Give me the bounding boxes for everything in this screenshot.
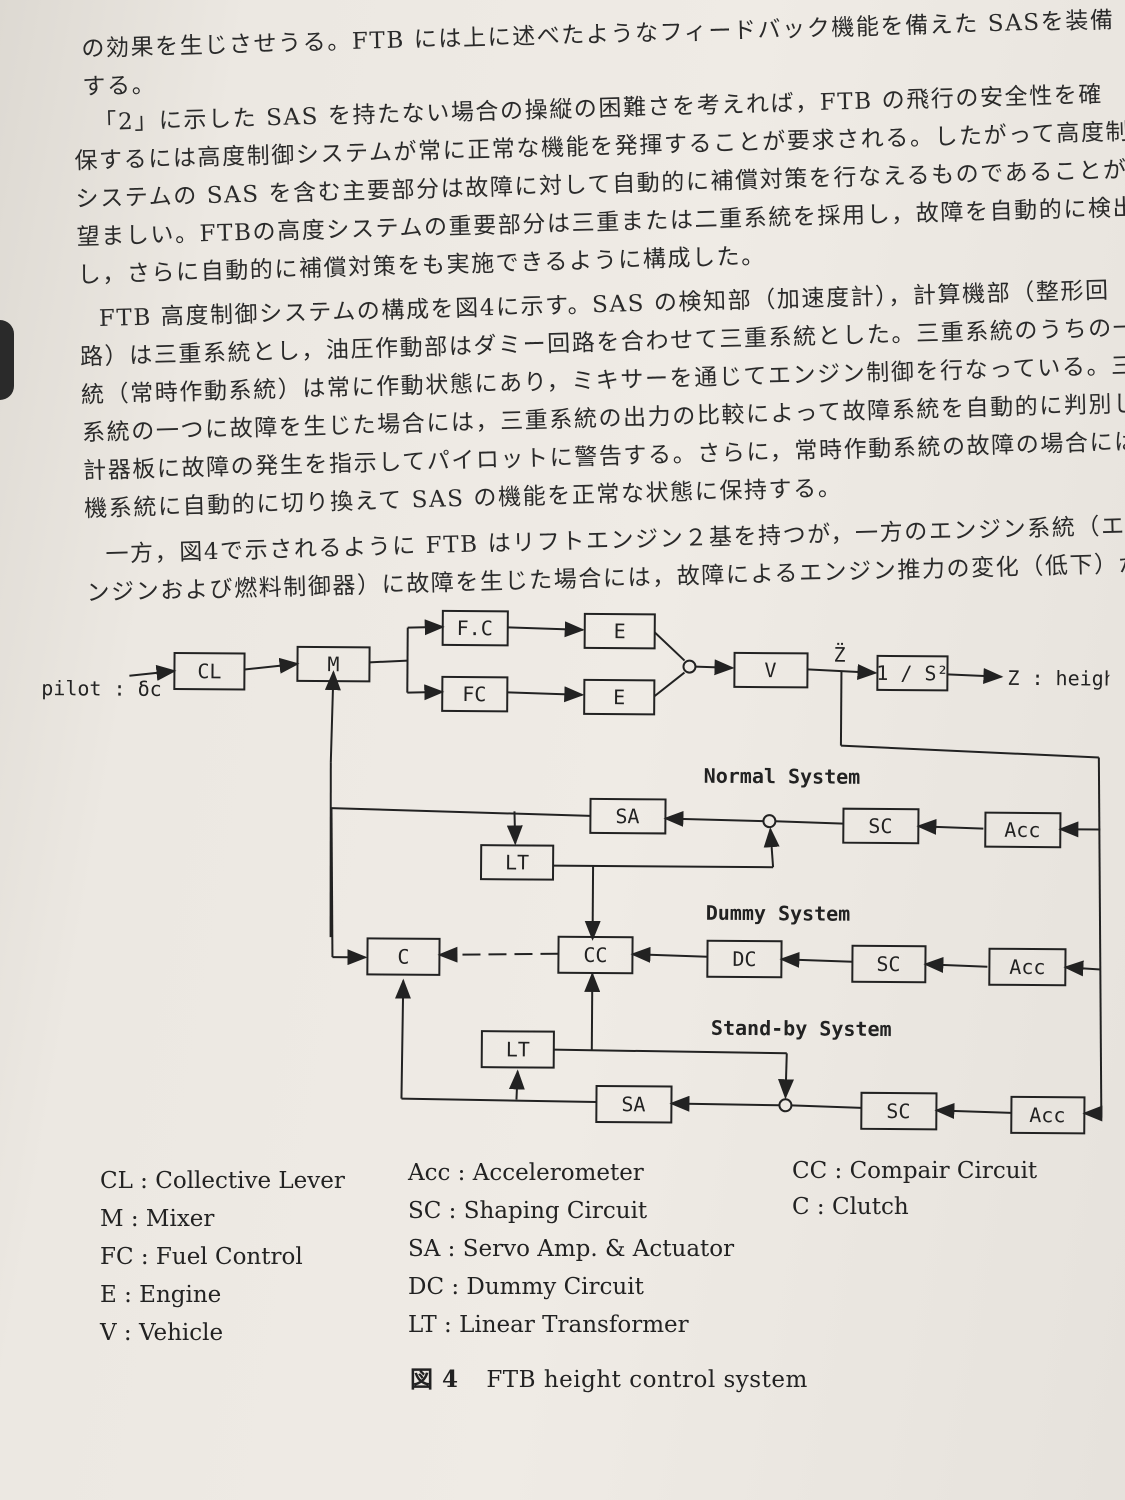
dc-block — [706, 939, 783, 979]
standby-lt-block — [480, 1030, 555, 1069]
e2-label: E — [613, 685, 625, 709]
pilot-input-label: pilot : δc — [41, 676, 162, 701]
m-label: M — [327, 652, 339, 676]
legend-item: M : Mixer — [100, 1206, 215, 1232]
legend-item: SA : Servo Amp. & Actuator — [408, 1236, 735, 1262]
dummy-system-label: Dummy System — [706, 901, 851, 926]
standby-lt-label: LT — [506, 1037, 530, 1061]
figure-number: 図 4 — [410, 1366, 459, 1393]
dc-label: DC — [732, 947, 756, 971]
m-block — [296, 645, 371, 683]
normal-sc-label: SC — [868, 814, 892, 838]
dummy-sc-label: SC — [876, 952, 900, 976]
legend-item: CC : Compair Circuit — [792, 1158, 1038, 1184]
normal-sc-block — [842, 807, 920, 845]
cl-label: CL — [197, 659, 221, 683]
v-block — [733, 651, 809, 689]
normal-sa-block — [589, 797, 667, 835]
cc-block — [557, 935, 634, 975]
normal-sa-label: SA — [615, 804, 639, 828]
standby-acc-block — [1010, 1095, 1086, 1135]
legend-item: LT : Linear Transformer — [408, 1312, 689, 1338]
text-line: の効果を生じさせうる。FTB には上に述べたようなフィードバック機能を備えた S… — [81, 7, 1115, 63]
standby-sc-label: SC — [886, 1099, 910, 1123]
standby-sc-block — [860, 1091, 938, 1131]
integrator-block — [876, 654, 949, 692]
cc-label: CC — [583, 943, 607, 967]
standby-sa-label: SA — [621, 1092, 645, 1116]
standby-acc-label: Acc — [1029, 1103, 1065, 1127]
normal-acc-block — [984, 811, 1062, 849]
fc1-label: F.C — [457, 616, 493, 640]
v-label: V — [764, 658, 776, 682]
block-diagram-svg: CL M F.C FC E E V 1 / S² SA LT SC Acc C … — [41, 609, 1125, 1135]
normal-acc-label: Acc — [1004, 818, 1040, 842]
e1-label: E — [614, 619, 626, 643]
legend-item: SC : Shaping Circuit — [408, 1198, 648, 1224]
figure-title: FTB height control system — [486, 1367, 808, 1393]
fc2-block — [441, 675, 509, 713]
text-line: する。 — [82, 72, 157, 101]
standby-sa-block — [595, 1084, 673, 1124]
legend-item: CL : Collective Lever — [100, 1168, 345, 1194]
e1-block — [583, 612, 656, 650]
c-block — [366, 937, 441, 976]
legend-item: DC : Dummy Circuit — [408, 1274, 644, 1300]
c-label: C — [397, 945, 409, 969]
e2-block — [583, 678, 656, 716]
legend-item: V : Vehicle — [100, 1320, 224, 1346]
zddot-label: Z̈ — [833, 643, 845, 667]
legend-item: C : Clutch — [792, 1194, 909, 1220]
standby-system-label: Stand-by System — [711, 1016, 892, 1041]
dummy-acc-label: Acc — [1009, 955, 1045, 979]
cl-block — [173, 652, 246, 691]
normal-lt-block — [479, 844, 555, 881]
integrator-label: 1 / S² — [876, 661, 948, 686]
fc2-label: FC — [462, 682, 486, 706]
legend-item: E : Engine — [100, 1282, 222, 1308]
height-output-label: Z : height — [1007, 666, 1110, 691]
figure-caption: 図 4 FTB height control system — [410, 1360, 808, 1394]
binding-shadow — [0, 320, 14, 400]
block-diagram: CL M F.C FC E E V 1 / S² SA LT SC Acc C … — [26, 590, 1125, 1142]
dummy-acc-block — [988, 947, 1067, 987]
normal-system-label: Normal System — [704, 764, 861, 789]
legend-item: Acc : Accelerometer — [408, 1160, 644, 1186]
legend-item: FC : Fuel Control — [100, 1244, 303, 1270]
fc1-block — [441, 609, 509, 647]
dummy-sc-block — [851, 944, 927, 984]
normal-lt-label: LT — [505, 850, 529, 874]
